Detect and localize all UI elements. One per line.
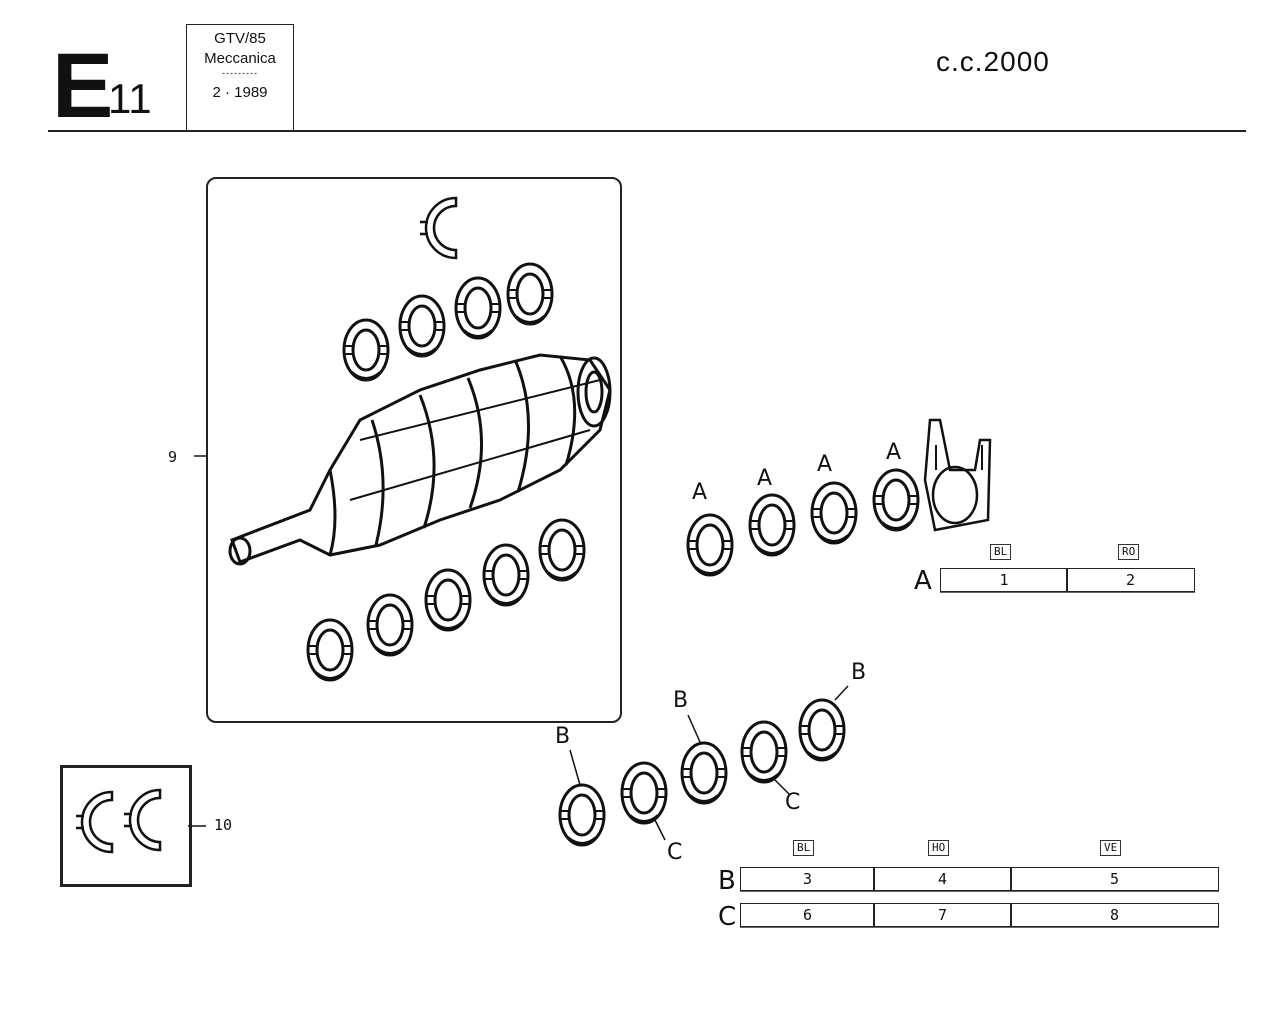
color-tag-bl: BL	[990, 544, 1012, 560]
main-shell-upper-1	[342, 318, 390, 382]
model-label: GTV/85	[214, 30, 266, 47]
color-tag-bl: BL	[793, 840, 815, 856]
label-a-4: A	[886, 440, 902, 465]
table-a-cell: 2	[1066, 568, 1195, 592]
rod-bearing-2	[748, 493, 796, 557]
table-b-cell: 5	[1010, 867, 1219, 891]
table-c-cell: 8	[1010, 903, 1219, 927]
main-shell-lower-4	[482, 543, 530, 607]
table-a-row-label: A	[914, 566, 932, 596]
group-label: Meccanica	[204, 50, 276, 67]
color-tag-ho: HO	[928, 840, 950, 856]
crankshaft-kit-panel	[206, 177, 622, 723]
main-bearing-b2	[680, 741, 728, 805]
main-bearing-b1	[558, 783, 606, 847]
main-bearing-b3	[798, 698, 846, 762]
main-shell-lower-3	[424, 568, 472, 632]
table-c-row-label: C	[718, 902, 737, 932]
main-shell-upper-3	[454, 276, 502, 340]
callout-9: 9	[168, 448, 178, 466]
rod-bearing-1	[686, 513, 734, 577]
rod-bearing-3	[810, 481, 858, 545]
main-shell-lower-1	[306, 618, 354, 682]
main-shell-upper-4	[506, 262, 554, 326]
callout-10: 10	[214, 816, 233, 834]
label-c-1: C	[667, 840, 683, 865]
label-b-2: B	[673, 688, 689, 713]
label-a-2: A	[757, 466, 773, 491]
upper-thrust-washer	[418, 196, 458, 260]
table-b-cell: 4	[873, 867, 1012, 891]
main-shell-lower-5	[538, 518, 586, 582]
thrust-washer-left	[74, 790, 114, 854]
main-shell-lower-2	[366, 593, 414, 657]
catalog-info-box: GTV/85 Meccanica --------- 2 · 1989	[186, 24, 294, 131]
label-a-3: A	[817, 452, 833, 477]
color-tag-ro: RO	[1118, 544, 1140, 560]
table-a-cell: 1	[940, 568, 1068, 592]
connecting-rod	[923, 418, 992, 532]
crankshaft	[228, 353, 612, 566]
edition-date: 2 · 1989	[212, 84, 268, 101]
table-c-cell: 7	[873, 903, 1012, 927]
engine-displacement: c.c.2000	[936, 46, 1050, 77]
label-a-1: A	[692, 480, 708, 505]
label-b-3: B	[851, 660, 867, 685]
main-bearing-c1	[620, 761, 668, 825]
main-shell-upper-2	[398, 294, 446, 358]
label-c-2: C	[785, 790, 801, 815]
section-number: 11	[108, 75, 152, 122]
table-b-cell: 3	[740, 867, 875, 891]
main-bearing-c2	[740, 720, 788, 784]
section-letter: E	[52, 35, 113, 137]
rod-bearing-4	[872, 468, 920, 532]
color-tag-ve: VE	[1100, 840, 1122, 856]
thrust-washer-right	[122, 788, 162, 852]
table-b-row-label: B	[718, 866, 736, 896]
table-c-cell: 6	[740, 903, 875, 927]
separator-dashes: ---------	[222, 68, 258, 78]
header-rule	[48, 130, 1246, 132]
label-b-1: B	[555, 724, 571, 749]
